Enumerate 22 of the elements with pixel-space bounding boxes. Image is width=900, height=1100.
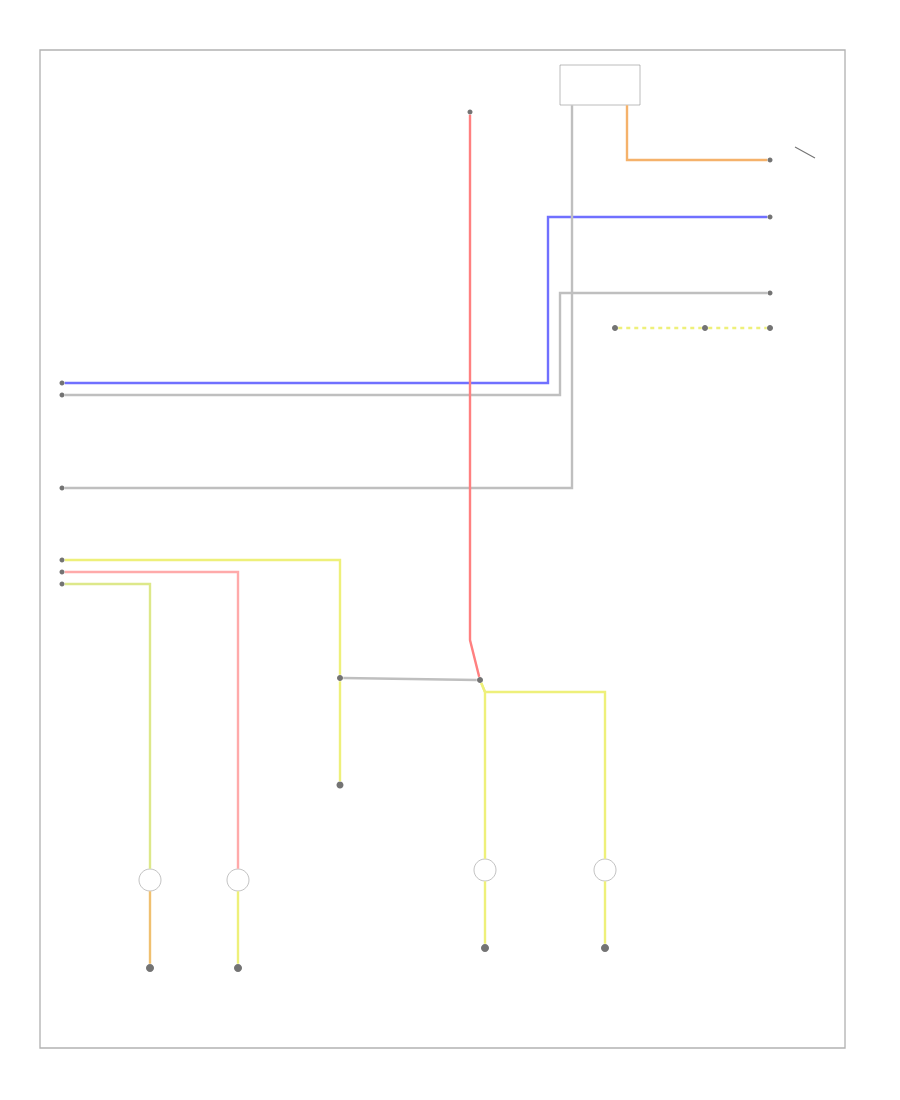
wire [64, 582, 152, 869]
wire [708, 326, 767, 330]
wire [64, 215, 768, 385]
wire [483, 881, 487, 944]
wire [338, 681, 342, 782]
wire [64, 558, 342, 675]
wire [603, 881, 607, 944]
module-box [559, 64, 641, 106]
wire [64, 291, 768, 397]
wire [148, 891, 152, 964]
wire [64, 570, 240, 869]
wire [64, 105, 574, 490]
lamp-symbol [138, 868, 162, 892]
wire [468, 114, 481, 678]
lamp-symbol [593, 858, 617, 882]
wire [480, 682, 607, 859]
wire [236, 891, 240, 964]
wire [618, 326, 702, 330]
lamp-symbol [473, 858, 497, 882]
lamp-symbol [226, 868, 250, 892]
wire [343, 676, 477, 682]
wire [625, 105, 768, 162]
